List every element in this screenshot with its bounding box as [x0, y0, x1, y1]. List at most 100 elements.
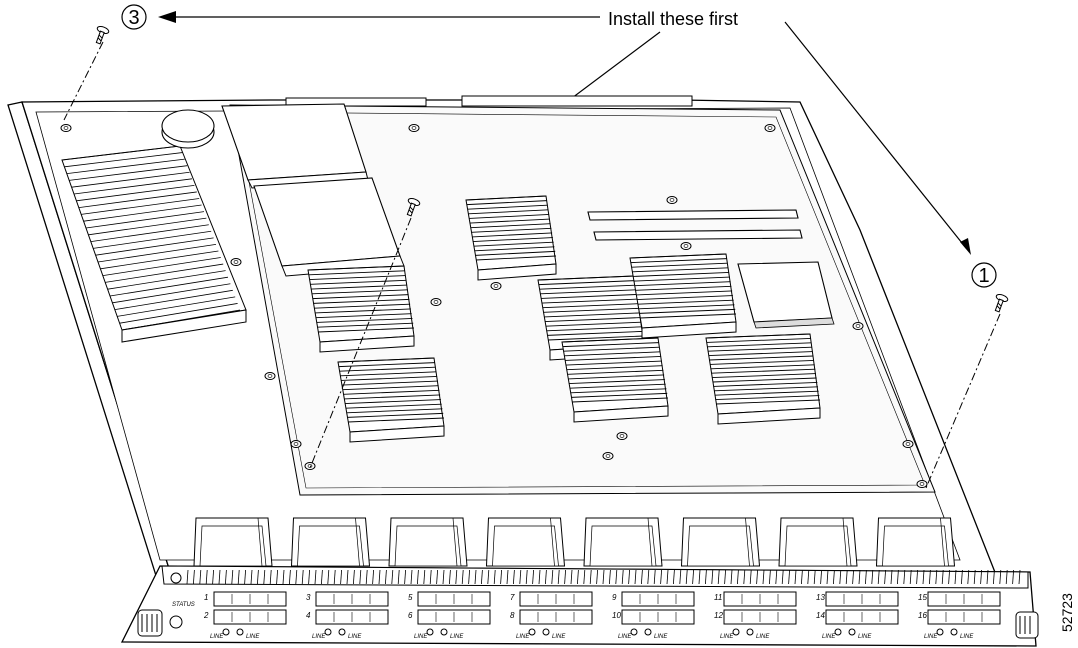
link-led: [528, 628, 536, 636]
screw-1-group: [925, 294, 1009, 489]
line-label: LINE: [858, 634, 872, 640]
line-label: LINE: [312, 634, 326, 640]
status-label: STATUS: [172, 602, 195, 608]
callout-3-label: 3: [128, 7, 139, 29]
line-label: LINE: [246, 634, 260, 640]
screw-1-icon: [994, 294, 1009, 313]
port-cage: [485, 517, 566, 567]
mounting-hole: [490, 282, 502, 290]
line-label: LINE: [450, 634, 464, 640]
port-number: 4: [306, 611, 311, 620]
mounting-hole: [666, 196, 678, 204]
asic-chip: [737, 261, 835, 329]
mounting-hole: [264, 372, 276, 380]
mounting-hole: [304, 462, 316, 470]
line-label: LINE: [654, 634, 668, 640]
port-number: 12: [714, 611, 723, 620]
top-connector-right: [461, 95, 693, 107]
port-number: 9: [612, 593, 617, 602]
port-cage: [680, 517, 761, 567]
expansion-slots: [587, 209, 803, 241]
port-number: 2: [203, 611, 209, 620]
port-number: 15: [918, 593, 927, 602]
arrowhead-1: [960, 238, 971, 255]
port-cage: [193, 517, 273, 567]
emi-comb: [186, 569, 1021, 585]
link-led: [222, 628, 230, 636]
callout-1: 1: [971, 262, 997, 288]
mounting-hole: [602, 452, 614, 460]
heatsinks: [307, 195, 821, 443]
screw-3-icon: [95, 26, 110, 45]
mounting-hole: [60, 124, 72, 132]
link-led: [950, 628, 958, 636]
port-cage: [290, 517, 371, 567]
callout-1-label: 1: [978, 265, 989, 287]
port-number: 3: [306, 593, 311, 602]
port-cage: [583, 517, 663, 567]
top-connector-left: [285, 97, 427, 107]
arrow-to-1: [784, 21, 967, 249]
link-led: [542, 628, 550, 636]
link-led: [644, 628, 652, 636]
link-led: [440, 628, 448, 636]
status-led: [169, 615, 183, 629]
port-number: 1: [204, 593, 208, 602]
line-label: LINE: [756, 634, 770, 640]
line-label: LINE: [516, 634, 530, 640]
mounting-hole: [430, 298, 442, 306]
port-cages: [193, 517, 956, 567]
mounting-hole: [852, 322, 864, 330]
mounting-hole: [916, 480, 928, 488]
callout-text: Install these first: [608, 9, 738, 29]
port-number: 14: [816, 611, 825, 620]
screw-2-group: [309, 198, 421, 469]
port-cage: [778, 517, 858, 567]
screw-2-icon: [406, 198, 421, 217]
heatsink-a: [465, 195, 557, 281]
link-led: [732, 628, 740, 636]
mounting-hole: [902, 440, 914, 448]
link-led: [338, 628, 346, 636]
port-number: 13: [816, 593, 825, 602]
screw-3-group: [63, 26, 110, 121]
link-led: [746, 628, 754, 636]
port-number: 16: [918, 611, 927, 620]
arrowhead-3: [158, 11, 176, 23]
heatsink-b: [307, 265, 415, 353]
figure-id: 52723: [1059, 593, 1075, 632]
heatsink-g: [705, 333, 821, 425]
mounting-hole: [230, 258, 242, 266]
port-number: 6: [408, 611, 413, 620]
heatsink-e: [629, 253, 737, 339]
heatsink-c: [337, 357, 445, 443]
captive-screw-right: [1015, 611, 1039, 639]
link-led: [630, 628, 638, 636]
line-label: LINE: [348, 634, 362, 640]
line-label: LINE: [960, 634, 974, 640]
large-heatsink: [61, 145, 247, 343]
mounting-hole: [616, 432, 628, 440]
line-label: LINE: [822, 634, 836, 640]
line-label: LINE: [414, 634, 428, 640]
line-label: LINE: [552, 634, 566, 640]
mounting-hole: [408, 124, 420, 132]
link-led: [426, 628, 434, 636]
line-label: LINE: [720, 634, 734, 640]
port-number: 11: [714, 593, 722, 602]
link-led: [936, 628, 944, 636]
mounting-hole: [680, 242, 692, 250]
line-label: LINE: [210, 634, 224, 640]
port-number: 10: [612, 611, 621, 620]
heatsink-f: [561, 337, 669, 423]
mounting-hole: [290, 440, 302, 448]
mounting-holes: [60, 124, 928, 488]
